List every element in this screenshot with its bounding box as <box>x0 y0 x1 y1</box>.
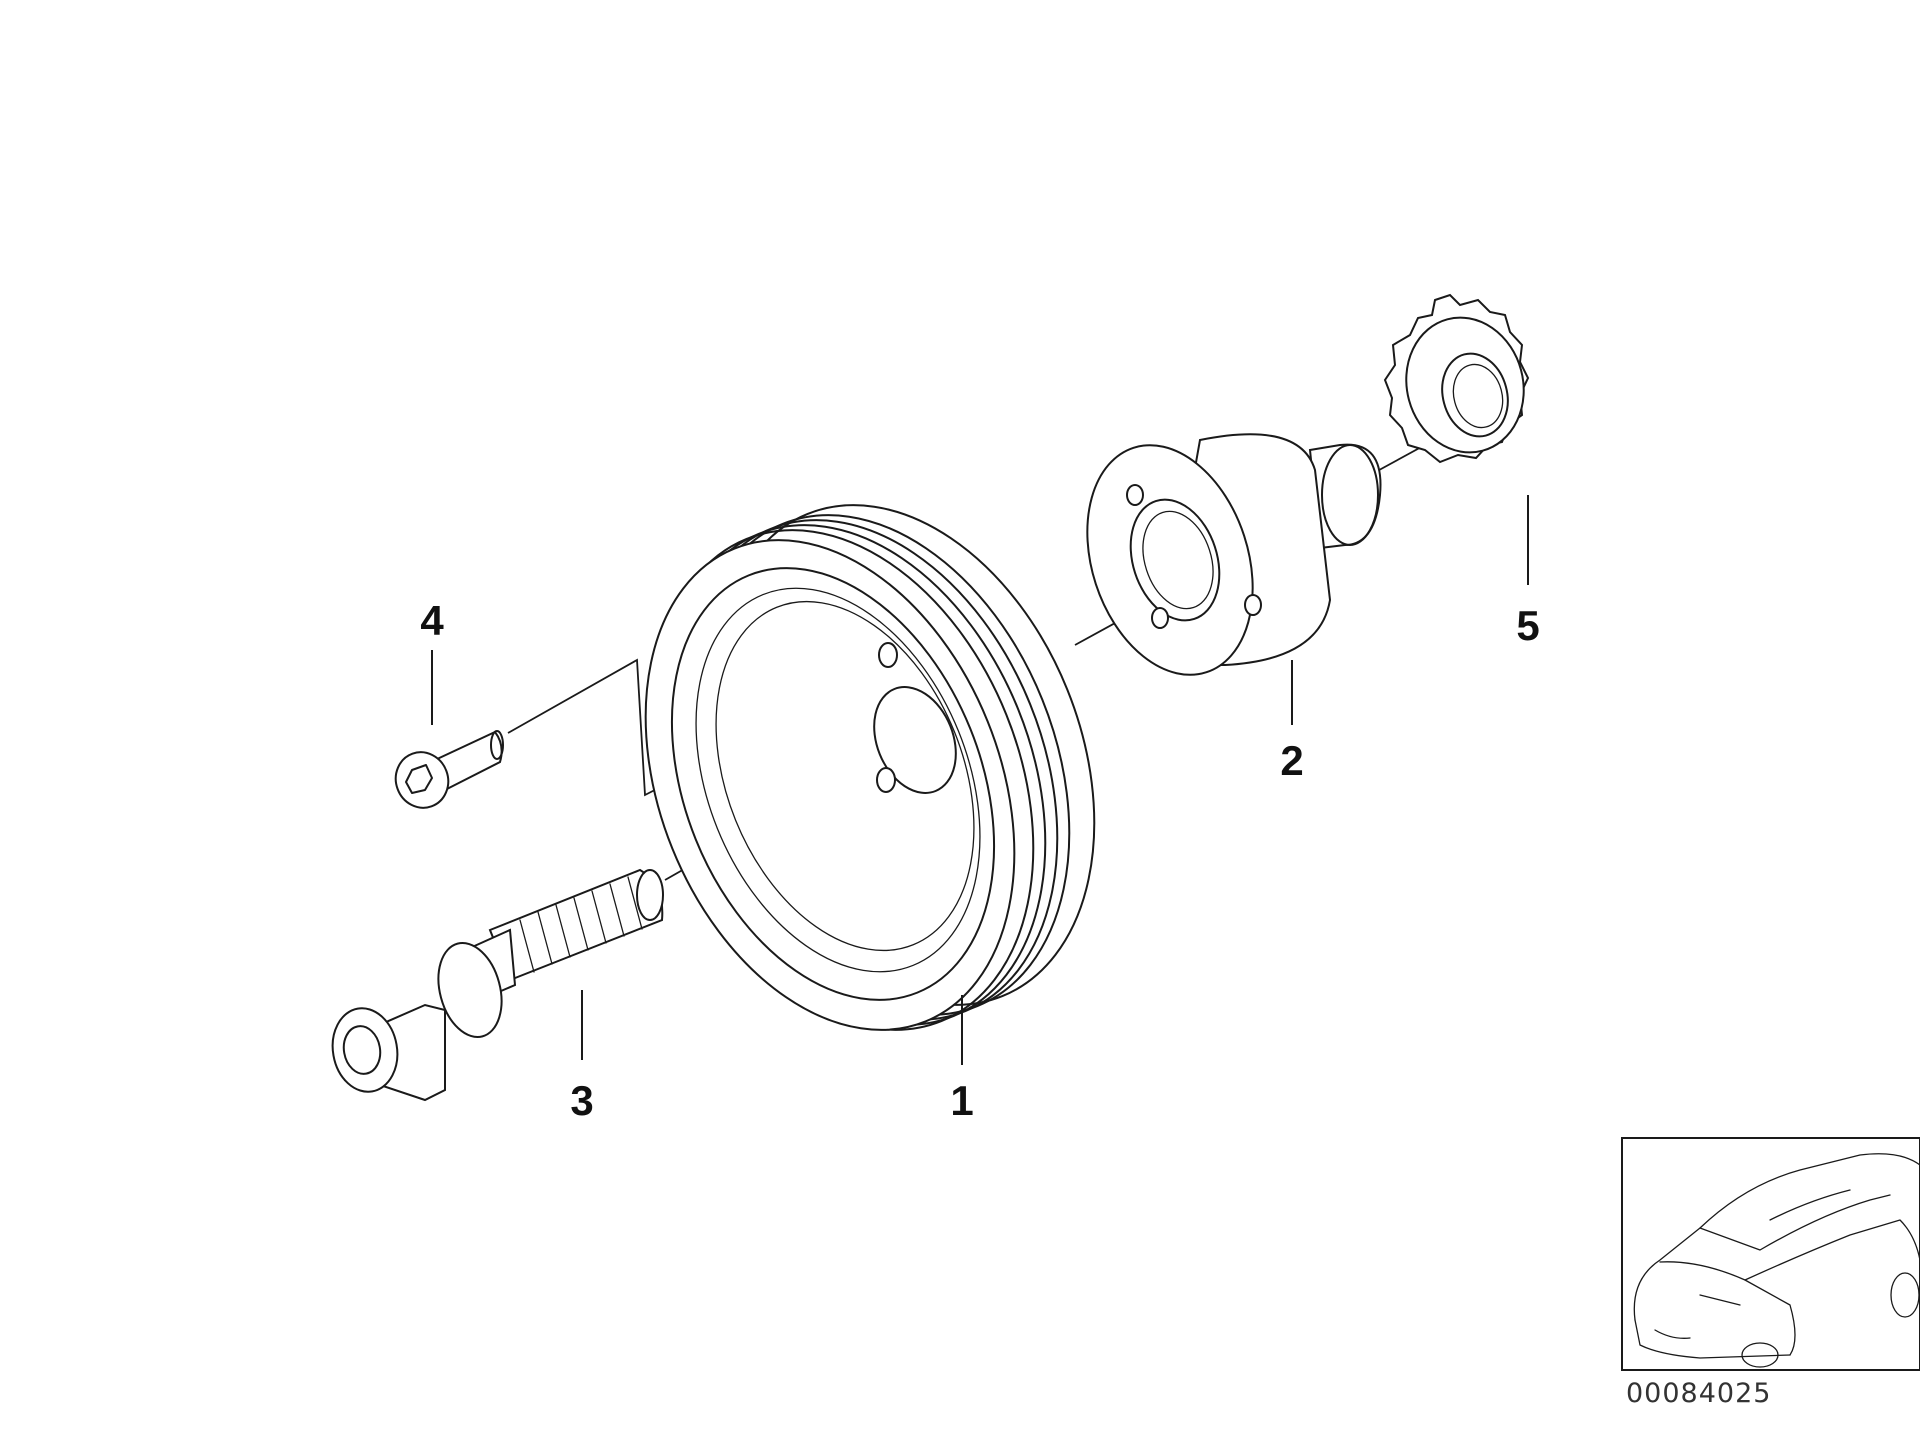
callout-4: 4 <box>420 597 444 644</box>
belt-pulley-drawing <box>644 504 1096 1031</box>
leader-lines <box>431 495 1529 1065</box>
car-icon <box>1633 1153 1920 1368</box>
callout-5: 5 <box>1516 602 1539 649</box>
vehicle-thumbnail <box>1621 1137 1920 1371</box>
central-bolt-drawing <box>331 868 664 1102</box>
damper-hub-drawing <box>1086 433 1382 676</box>
thumbnail-frame <box>1621 1137 1920 1371</box>
sprocket-drawing <box>1383 293 1530 464</box>
callout-1: 1 <box>950 1077 973 1124</box>
socket-screw-drawing <box>394 730 504 809</box>
callout-3: 3 <box>570 1077 593 1124</box>
document-number: 00084025 <box>1626 1378 1771 1409</box>
callout-2: 2 <box>1280 737 1303 784</box>
